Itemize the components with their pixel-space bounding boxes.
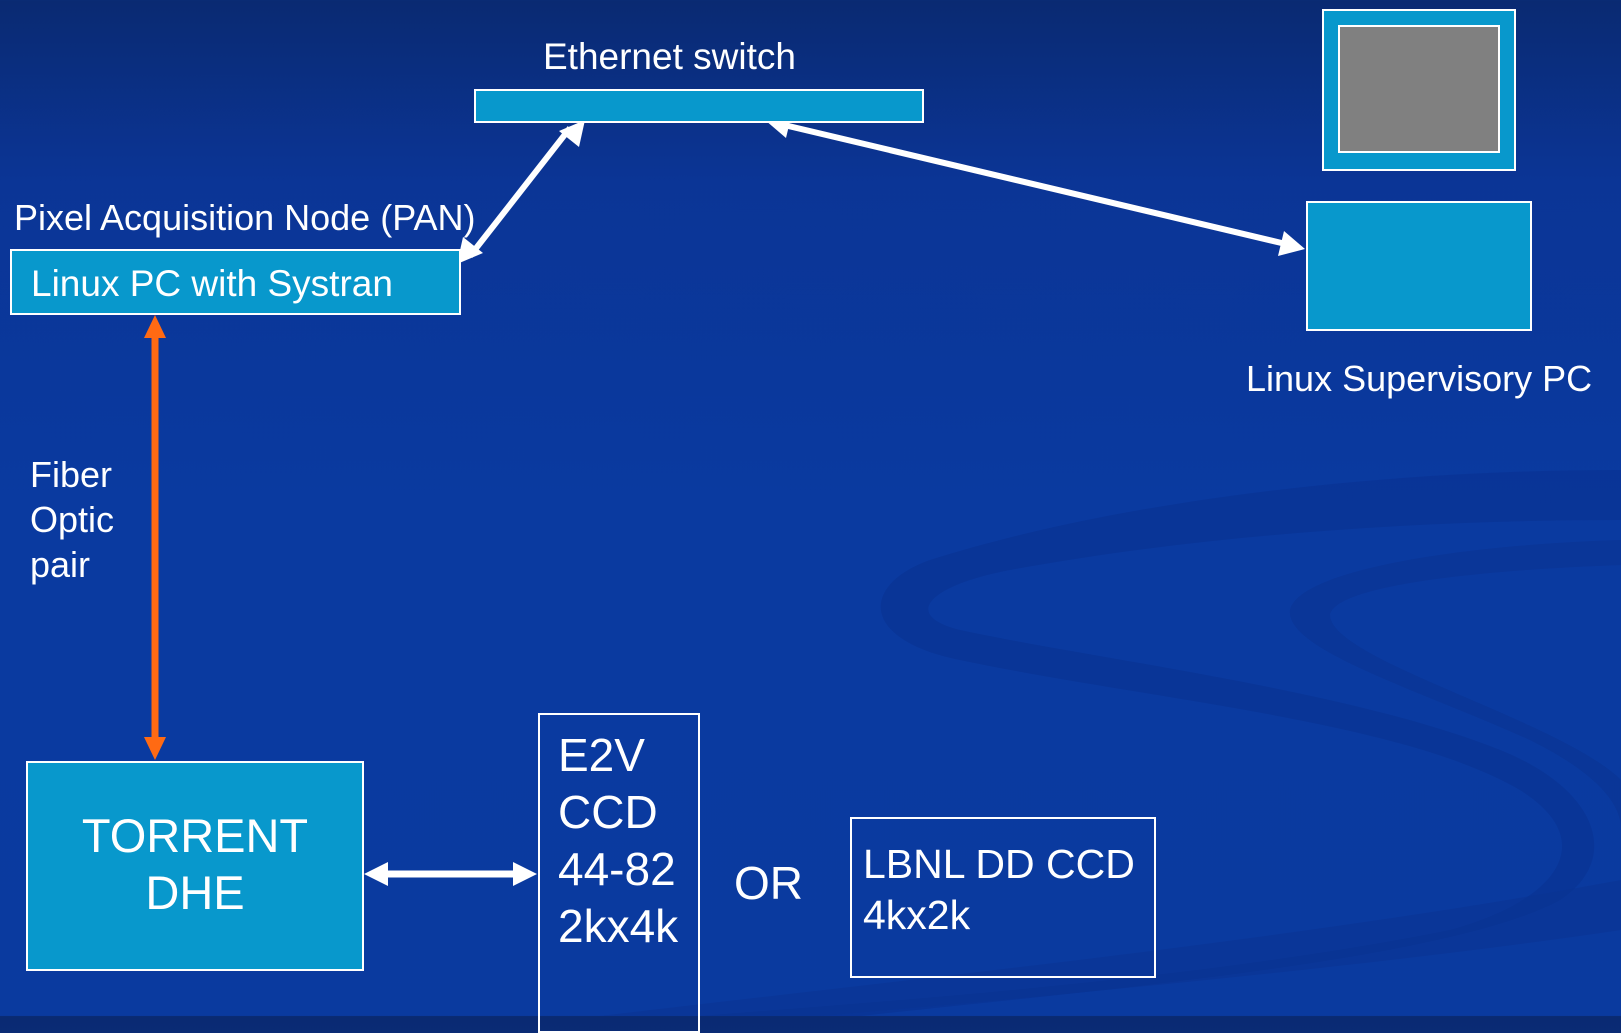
fiber-label-line: Fiber (30, 454, 113, 495)
fiber-optic-arrow (144, 315, 166, 760)
lbnl-ccd-label: LBNL DD CCD 4kx2k (863, 839, 1135, 941)
ethernet-switch-label: Ethernet switch (543, 36, 796, 77)
supervisory-pc-label: Linux Supervisory PC (1246, 358, 1593, 399)
e2v-label-line: CCD (558, 786, 658, 838)
fiber-optic-label: Fiber Optic pair (30, 452, 114, 587)
ethernet-switch-box (474, 89, 924, 123)
torrent-dhe-label: TORRENT DHE (28, 807, 362, 921)
lbnl-ccd-box: LBNL DD CCD 4kx2k (850, 817, 1156, 978)
pan-box: Linux PC with Systran (10, 249, 461, 315)
or-label: OR (734, 857, 803, 909)
pan-title: Pixel Acquisition Node (PAN) (14, 197, 476, 238)
torrent-label-line: DHE (145, 866, 245, 919)
e2v-label-line: 2kx4k (558, 900, 679, 952)
torrent-ccd-arrow (364, 862, 537, 886)
lbnl-label-line: 4kx2k (863, 892, 971, 938)
lbnl-label-line: LBNL DD CCD (863, 841, 1135, 887)
switch-pan-arrow (457, 120, 585, 264)
fiber-label-line: Optic (30, 499, 115, 540)
e2v-ccd-label: E2V CCD 44-82 2kx4k (558, 727, 678, 955)
fiber-label-line: pair (30, 544, 91, 585)
e2v-ccd-box: E2V CCD 44-82 2kx4k (538, 713, 700, 1033)
torrent-label-line: TORRENT (81, 809, 309, 862)
supervisory-pc-box (1306, 201, 1532, 331)
monitor-screen (1338, 25, 1500, 153)
monitor-frame (1322, 9, 1516, 171)
e2v-label-line: E2V (558, 729, 645, 781)
switch-supervisory-arrow (765, 113, 1305, 256)
e2v-label-line: 44-82 (558, 843, 676, 895)
pan-box-label: Linux PC with Systran (31, 263, 393, 304)
torrent-dhe-box: TORRENT DHE (26, 761, 364, 971)
